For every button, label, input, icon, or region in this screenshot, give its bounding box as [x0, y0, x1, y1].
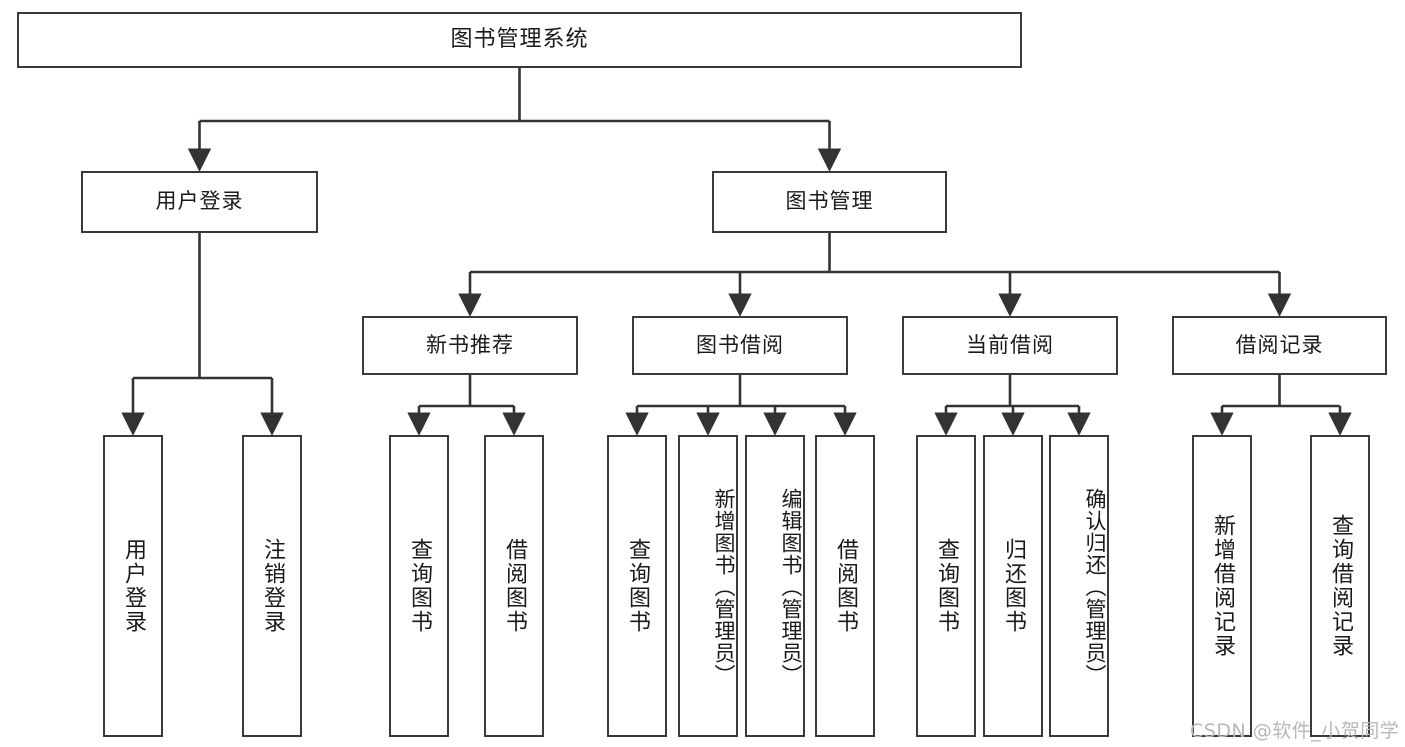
node-leaf-7[interactable]: 借阅图书	[815, 435, 875, 737]
node-leaf-6[interactable]: 编辑图书（管理员）	[745, 435, 805, 737]
node-label: 确认归还（管理员）	[1083, 488, 1107, 686]
node-level3-0[interactable]: 新书推荐	[362, 316, 578, 375]
node-leaf-10[interactable]: 确认归还（管理员）	[1049, 435, 1109, 737]
node-leaf-8[interactable]: 查询图书	[916, 435, 976, 737]
node-level3-2[interactable]: 当前借阅	[902, 316, 1118, 375]
node-label: 借阅图书	[501, 538, 527, 634]
node-leaf-4[interactable]: 查询图书	[607, 435, 667, 737]
node-label: 借阅图书	[832, 538, 858, 634]
node-label: 借阅记录	[1235, 332, 1324, 357]
node-label: 用户登录	[155, 189, 244, 214]
node-label: 新增图书（管理员）	[712, 488, 736, 686]
node-leaf-0[interactable]: 用户登录	[103, 435, 163, 737]
node-label: 查询借阅记录	[1327, 514, 1353, 658]
node-label: 新增借阅记录	[1209, 514, 1235, 658]
node-leaf-9[interactable]: 归还图书	[983, 435, 1043, 737]
node-label: 图书借阅	[696, 332, 784, 357]
node-level3-3[interactable]: 借阅记录	[1172, 316, 1387, 375]
node-label: 编辑图书（管理员）	[779, 488, 803, 686]
node-label: 查询图书	[933, 538, 959, 634]
node-level2-0[interactable]: 用户登录	[81, 171, 318, 233]
node-level3-1[interactable]: 图书借阅	[632, 316, 848, 375]
node-leaf-3[interactable]: 借阅图书	[484, 435, 544, 737]
node-label: 用户登录	[120, 538, 146, 634]
node-leaf-5[interactable]: 新增图书（管理员）	[678, 435, 738, 737]
node-leaf-12[interactable]: 查询借阅记录	[1310, 435, 1370, 737]
node-leaf-2[interactable]: 查询图书	[389, 435, 449, 737]
csdn-watermark: CSDN @软件_小贺同学	[1190, 720, 1400, 742]
node-label: 查询图书	[624, 538, 650, 634]
node-leaf-11[interactable]: 新增借阅记录	[1192, 435, 1252, 737]
node-level2-1[interactable]: 图书管理	[712, 171, 947, 233]
node-leaf-1[interactable]: 注销登录	[242, 435, 302, 737]
node-root-图书管理系统[interactable]: 图书管理系统	[17, 12, 1022, 68]
node-label: 归还图书	[1000, 538, 1026, 634]
node-label: 注销登录	[259, 538, 285, 634]
node-label: 图书管理系统	[450, 26, 589, 52]
node-label: 当前借阅	[966, 332, 1054, 357]
node-label: 查询图书	[406, 538, 432, 634]
node-label: 新书推荐	[426, 332, 514, 357]
node-label: 图书管理	[785, 189, 874, 214]
